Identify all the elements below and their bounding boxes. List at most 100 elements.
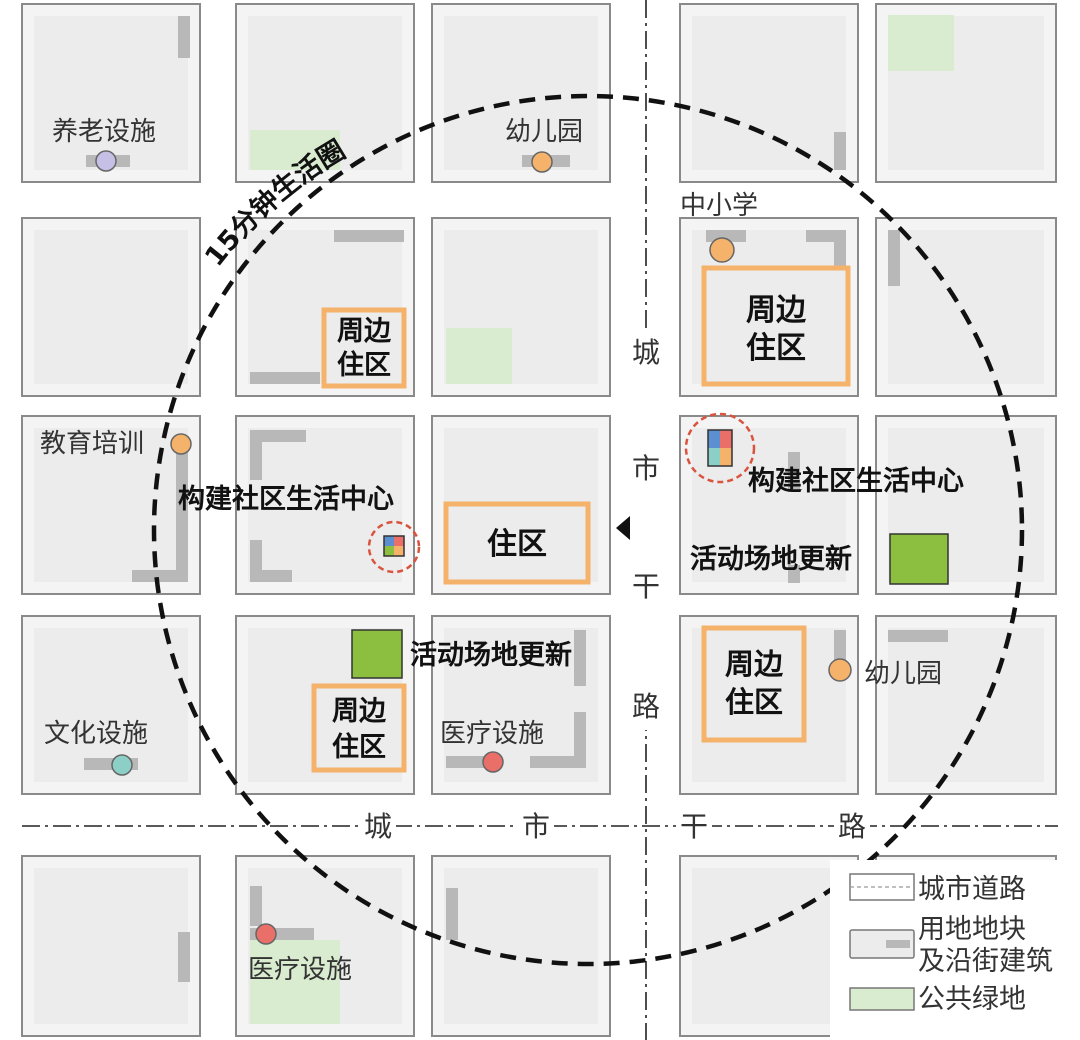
legend-green-swatch-icon: [849, 987, 915, 1011]
peripheral-residential-box: [321, 307, 407, 389]
peripheral-residential-label: 周边住区: [337, 316, 392, 381]
block-interior: [34, 16, 188, 170]
peripheral-residential-box: [701, 265, 851, 387]
kindergarten-label: 幼儿园: [864, 659, 942, 689]
community-center-ring: [684, 412, 756, 484]
activity-space-updates: 活动场地更新 活动场地更新: [351, 533, 949, 679]
multicolor-building-icon: [707, 429, 733, 467]
core-residential-box: [443, 501, 591, 585]
building: [132, 570, 188, 582]
road-label-mask: [630, 330, 662, 730]
elderly-facility-marker-icon: [95, 150, 117, 172]
vertical-road-char: 市: [632, 452, 660, 485]
elderly-facility-label: 养老设施: [52, 117, 156, 147]
building: [530, 756, 586, 768]
school-label: 中小学: [680, 191, 758, 221]
activity-space-square: [889, 533, 949, 585]
building: [250, 430, 306, 442]
residential-areas: 周边住区 周边住区 住区 周边住区 周边住区: [311, 265, 851, 773]
community-center-label: 构建社区生活中心: [178, 483, 394, 515]
building: [834, 132, 846, 170]
legend-plot-label: 及沿街建筑: [918, 946, 1053, 977]
block-interior: [34, 628, 188, 782]
building: [250, 886, 262, 926]
kindergarten-label: 幼儿园: [505, 117, 583, 147]
green-space: [888, 15, 954, 71]
green-space: [250, 130, 340, 170]
vertical-road-char: 路: [632, 690, 660, 723]
building: [446, 756, 486, 768]
road-label-mask: [834, 810, 870, 842]
medical-facility-label: 医疗设施: [440, 719, 544, 749]
building: [888, 230, 900, 286]
building: [250, 430, 262, 480]
building: [334, 230, 404, 242]
building: [788, 565, 800, 583]
medical-facility-label: 医疗设施: [248, 955, 352, 985]
green-space: [446, 328, 512, 384]
vertical-road-char: 干: [632, 570, 660, 603]
green-spaces: [250, 15, 954, 1024]
building: [250, 372, 320, 384]
building: [574, 712, 586, 768]
community-center-label: 构建社区生活中心: [748, 465, 964, 497]
public-facilities: 养老设施 幼儿园 中小学 教育培训 文化设施 医疗设施 幼儿园 医疗设施: [40, 117, 942, 985]
activity-space-label: 活动场地更新: [690, 543, 852, 575]
building: [834, 230, 846, 266]
building: [834, 630, 846, 666]
horizontal-road-char: 城: [364, 810, 392, 843]
horizontal-road-char: 路: [838, 810, 866, 843]
kindergarten-marker-icon: [828, 658, 852, 682]
education-marker-icon: [170, 433, 192, 455]
life-circle-boundary: [151, 93, 1025, 967]
building: [176, 452, 188, 582]
multicolor-building-icon: [383, 535, 405, 557]
culture-facility-marker-icon: [111, 754, 133, 776]
building: [888, 630, 948, 642]
culture-facility-label: 文化设施: [44, 719, 148, 749]
block-interior: [888, 628, 1044, 782]
map-legend: 城市道路 用地地块 及沿街建筑 公共绿地: [830, 860, 1080, 1040]
medical-facility-marker-icon: [255, 923, 277, 945]
community-center-ring: [367, 520, 421, 574]
vertical-road-char: 城: [632, 336, 660, 369]
direction-triangle-icon: [616, 516, 630, 540]
core-residential-label: 住区: [487, 527, 547, 562]
school-marker-icon: [709, 237, 735, 263]
road-label-mask: [676, 810, 712, 842]
block-interior: [888, 230, 1044, 384]
horizontal-road-char: 市: [522, 810, 550, 843]
block-interior: [248, 428, 402, 582]
peripheral-residential-label: 周边住区: [332, 696, 387, 763]
activity-space-square: [351, 629, 403, 679]
block-interior: [444, 16, 598, 170]
block-interior: [34, 230, 188, 384]
education-label: 教育培训: [40, 429, 144, 459]
medical-facility-marker-icon: [482, 751, 504, 773]
peripheral-residential-label: 周边住区: [746, 293, 807, 366]
peripheral-residential-box: [701, 625, 807, 743]
horizontal-road-char: 干: [680, 810, 708, 843]
block-interior: [692, 16, 846, 170]
legend-plot-label: 用地地块: [918, 914, 1026, 945]
peripheral-residential-label: 周边住区: [725, 647, 784, 719]
green-space: [250, 940, 340, 1024]
block-interior: [692, 628, 846, 782]
legend-green-label: 公共绿地: [918, 984, 1026, 1015]
building: [178, 932, 190, 982]
building: [250, 570, 292, 582]
block-interior: [444, 868, 598, 1024]
legend-plot-swatch-icon: [849, 929, 915, 959]
peripheral-residential-box: [311, 683, 407, 773]
arterial-roads: 城 市 干 路 城 市 干 路: [22, 0, 1058, 1040]
legend-road-label: 城市道路: [918, 874, 1026, 905]
road-label-mask: [360, 810, 396, 842]
community-life-centers: 构建社区生活中心 构建社区生活中心: [178, 412, 964, 574]
building: [788, 452, 800, 492]
block-interior: [34, 868, 188, 1024]
building: [446, 888, 458, 940]
road-label-mask: [518, 810, 554, 842]
activity-space-label: 活动场地更新: [410, 639, 572, 671]
